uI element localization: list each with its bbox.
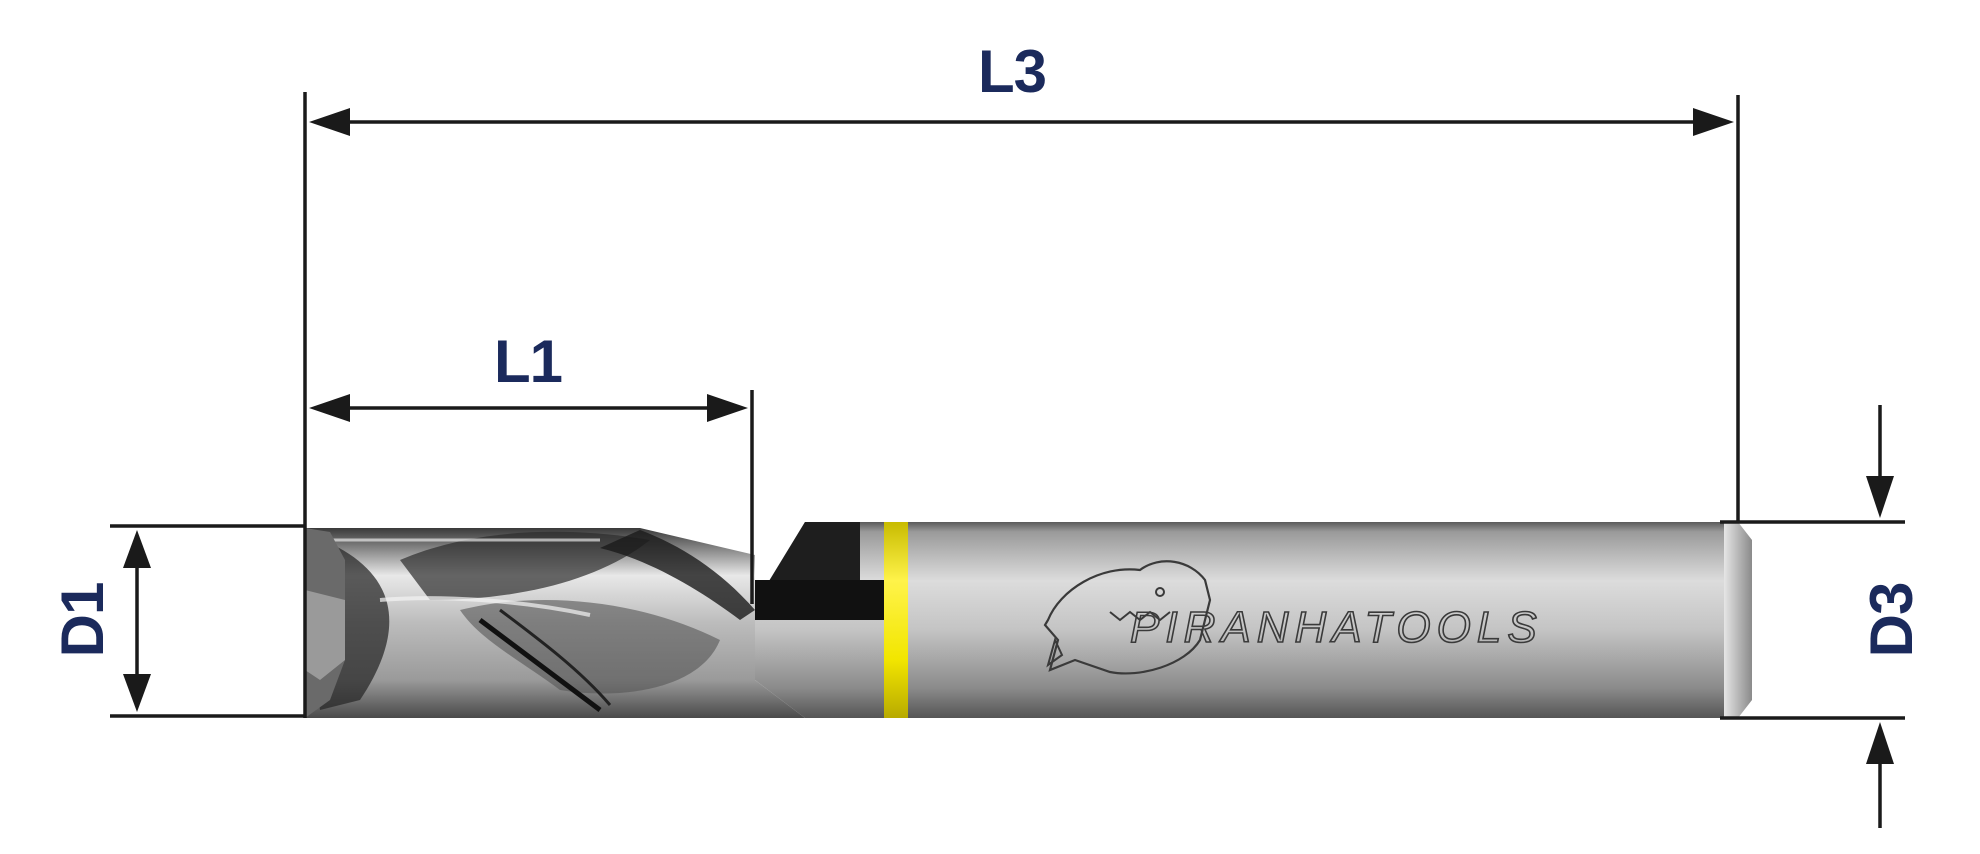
d1-arrow-bottom [123, 674, 151, 712]
tool-shank-end [1724, 522, 1752, 718]
piranha-fish-icon [1043, 560, 1212, 675]
l1-arrow-left [309, 394, 350, 422]
d3-label: D3 [1858, 583, 1925, 658]
l1-label: L1 [494, 328, 562, 395]
logo-text: PIRANHATOOLS [1130, 603, 1543, 652]
d3-arrow-top [1866, 476, 1894, 518]
l3-label: L3 [978, 38, 1046, 105]
color-ring [884, 522, 908, 718]
piranha-tools-logo: PIRANHATOOLS [1043, 560, 1543, 675]
tool-shank [890, 522, 1738, 718]
end-mill-tool: PIRANHATOOLS [305, 522, 1752, 718]
d3-arrow-bottom [1866, 722, 1894, 764]
l3-arrow-right [1693, 108, 1734, 136]
l1-arrow-right [707, 394, 748, 422]
dimension-labels: L3 L1 D1 D3 [49, 38, 1925, 657]
dimension-lines [110, 92, 1905, 828]
d1-label: D1 [49, 583, 116, 658]
arrowheads [123, 108, 1894, 764]
d1-arrow-top [123, 530, 151, 568]
l3-arrow-left [309, 108, 350, 136]
